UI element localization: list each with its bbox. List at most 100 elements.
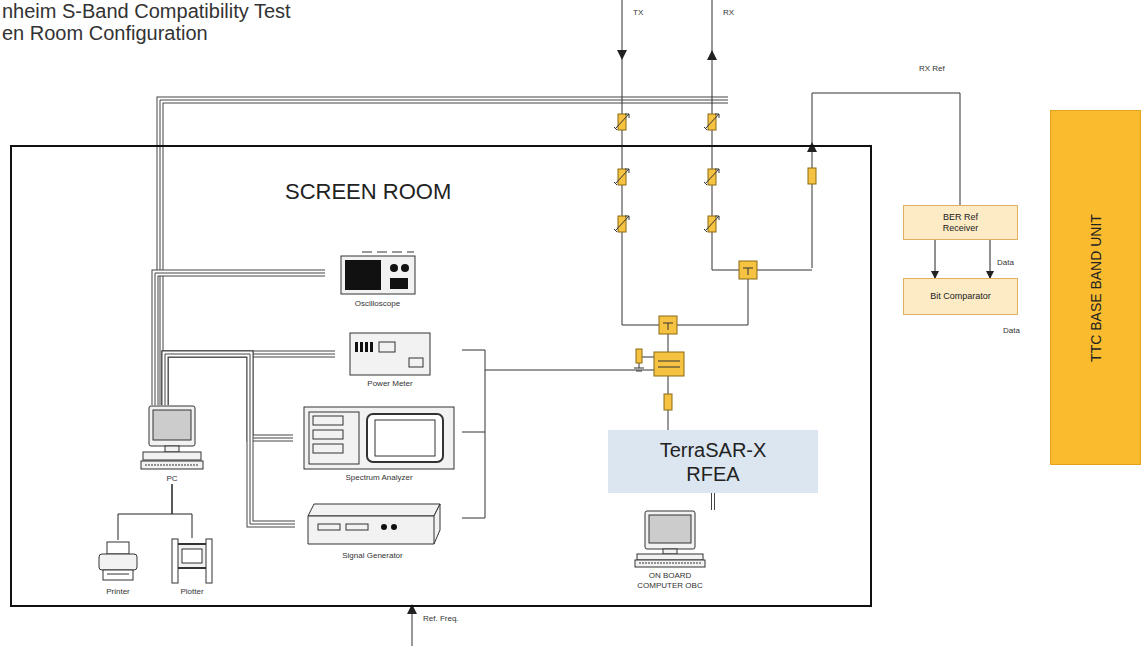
drawing-part (175, 544, 209, 568)
connector (172, 484, 192, 538)
drawing-part (99, 554, 137, 570)
drawing-part (345, 260, 381, 290)
drawing-part (635, 560, 705, 567)
drawing-part (375, 420, 435, 456)
spectrum-analyzer-node: Spectrum Analyzer (293, 406, 465, 483)
connector-line (155, 273, 325, 405)
pc-node: PC (123, 405, 221, 484)
diagram-title: nheim S-Band Compatibility Test en Room … (2, 0, 302, 44)
drawing-part (409, 358, 423, 367)
drawing-part (614, 216, 629, 232)
signal-label: Ref. Freq. (422, 614, 460, 623)
drawing-part (757, 270, 812, 271)
drawing-part (370, 342, 373, 352)
drawing-part (350, 333, 430, 375)
printer-icon (97, 540, 139, 584)
node-label: TerraSAR-X RFEA (638, 438, 788, 486)
coupler-symbol (654, 352, 684, 376)
plotter-node: Plotter (159, 538, 225, 597)
connector-line (711, 493, 715, 510)
drawing-part (390, 264, 398, 272)
drawing-part (645, 511, 695, 549)
drawing-part (637, 554, 703, 560)
connector-line (155, 273, 325, 405)
plotter-icon (171, 538, 213, 584)
drawing-part (379, 342, 395, 352)
drawing-part (390, 278, 408, 289)
load-symbol (636, 349, 642, 363)
drawing-part (433, 516, 434, 544)
connector-line (935, 240, 936, 278)
signal-label: RX (722, 8, 735, 17)
drawing-part (401, 264, 409, 272)
signal-generator-node: Signal Generator (295, 500, 450, 561)
drawing-part (704, 169, 719, 185)
spectrum-analyzer-icon (303, 406, 455, 470)
drawing-part (145, 465, 199, 466)
drawing-part (309, 412, 359, 464)
rfea-box: TerraSAR-X RFEA (608, 430, 818, 493)
drawing-part (707, 50, 717, 60)
node-label: Power Meter (335, 379, 445, 389)
signal-label: TX (632, 8, 644, 17)
drawing-part (614, 114, 629, 130)
drawing-part (206, 539, 212, 583)
drawing-part (365, 342, 368, 352)
node-label: Signal Generator (295, 551, 450, 561)
drawing-part (649, 515, 691, 543)
connector (990, 240, 991, 278)
drawing-part (634, 363, 644, 371)
node-label: SCREEN ROOM (285, 179, 451, 205)
node-label: Bit Comparator (930, 291, 991, 302)
oscilloscope-node: Oscilloscope (325, 250, 430, 309)
drawing-part (639, 563, 701, 564)
drawing-part (704, 216, 719, 232)
drawing-part (308, 504, 440, 516)
signal-generator-icon (304, 500, 442, 548)
drawing-part (677, 279, 748, 325)
connector (935, 240, 936, 278)
drawing-part (346, 524, 368, 530)
drawing-part (391, 524, 397, 530)
node-label: Spectrum Analyzer (293, 473, 465, 483)
edge-label: Data (996, 258, 1015, 267)
drawing-part (739, 261, 757, 279)
drawing-part (313, 430, 343, 439)
drawing-part (654, 352, 684, 376)
drawing-part (153, 410, 191, 440)
drawing-part (143, 452, 201, 460)
ber-box: Bit Comparator (903, 278, 1018, 315)
computer-node: ON BOARD COMPUTER OBC (610, 510, 730, 591)
connector-line (155, 273, 325, 405)
signal-label: RX Ref (918, 64, 946, 73)
connector-line (118, 484, 172, 540)
connector-line (712, 493, 714, 510)
filter-symbol (808, 168, 816, 184)
ttc-box: TTC BASE BAND UNIT (1050, 110, 1141, 465)
filter-symbol (664, 394, 672, 410)
node-label: TTC BASE BAND UNIT (1088, 214, 1104, 362)
drawing-part (663, 549, 677, 554)
drawing-part (308, 504, 440, 544)
drawing-part (141, 461, 203, 469)
oscilloscope-icon (340, 250, 416, 296)
drawing-part (704, 114, 719, 130)
drawing-part (614, 169, 629, 185)
connector (713, 493, 714, 510)
drawing-part (659, 316, 677, 334)
drawing-part (642, 357, 654, 358)
drawing-part (172, 539, 178, 583)
drawing-part (182, 549, 202, 563)
signal-label: Data (1002, 326, 1021, 335)
connector (118, 484, 172, 540)
drawing-part (381, 524, 387, 530)
drawing-part (318, 524, 340, 530)
room-box: SCREEN ROOM OscilloscopePower MeterSpectr… (10, 145, 872, 607)
drawing-part (149, 406, 195, 446)
drawing-part (313, 416, 343, 425)
drawing-part (355, 342, 358, 352)
power-meter-node: Power Meter (335, 332, 445, 389)
